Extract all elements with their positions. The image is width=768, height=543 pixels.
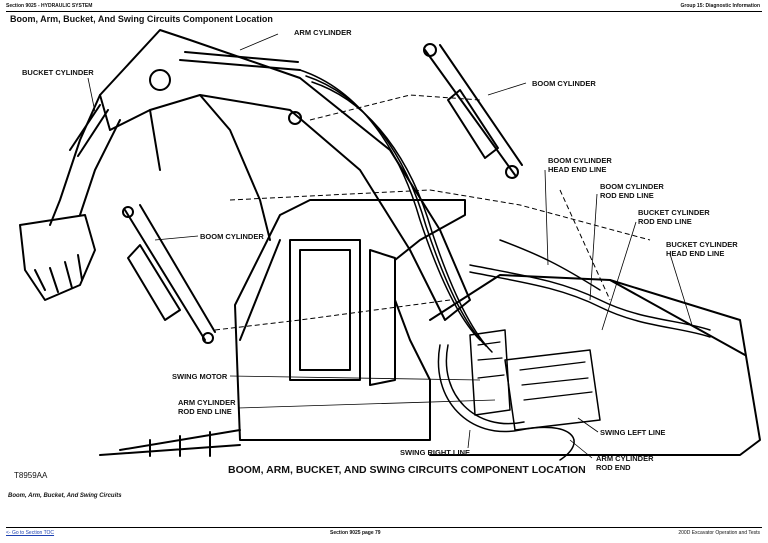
label-swing-right-line: SWING RIGHT LINE <box>400 448 470 457</box>
label-swing-motor: SWING MOTOR <box>172 372 228 381</box>
header-section: Section 9025 - HYDRAULIC SYSTEM <box>6 3 93 9</box>
label-arm-cylinder: ARM CYLINDER <box>294 28 352 37</box>
footer-page-number: Section 9025 page 79 <box>330 530 381 536</box>
label-bucket-cylinder-rod-end-line: BUCKET CYLINDER ROD END LINE <box>638 208 710 226</box>
label-boom-cylinder-rod-end-line: BOOM CYLINDER ROD END LINE <box>600 182 664 200</box>
page-header: Section 9025 - HYDRAULIC SYSTEM Group 15… <box>0 0 768 12</box>
page-title: Boom, Arm, Bucket, And Swing Circuits Co… <box>10 14 273 24</box>
footer-caption: Boom, Arm, Bucket, And Swing Circuits <box>8 493 122 499</box>
footer-rule <box>6 527 762 528</box>
footer-manual-title: 200D Excavator Operation and Tests <box>678 530 760 536</box>
label-boom-cylinder-top: BOOM CYLINDER <box>532 79 596 88</box>
label-boom-cylinder-left: BOOM CYLINDER <box>200 232 264 241</box>
label-arm-cylinder-rod-end-line: ARM CYLINDER ROD END LINE <box>178 398 236 416</box>
label-boom-cylinder-head-end-line: BOOM CYLINDER HEAD END LINE <box>548 156 612 174</box>
header-rule <box>6 11 762 12</box>
label-swing-left-line: SWING LEFT LINE <box>600 428 666 437</box>
header-group: Group 15: Diagnostic Information <box>680 3 760 9</box>
label-bucket-cylinder: BUCKET CYLINDER <box>22 68 94 77</box>
section-toc-link[interactable]: <- Go to Section TOC <box>6 530 55 536</box>
figure-id: T8959AA <box>14 471 48 480</box>
label-bucket-cylinder-head-end-line: BUCKET CYLINDER HEAD END LINE <box>666 240 738 258</box>
label-arm-cylinder-rod-end: ARM CYLINDER ROD END <box>596 454 654 472</box>
figure-caption: BOOM, ARM, BUCKET, AND SWING CIRCUITS CO… <box>228 464 586 476</box>
